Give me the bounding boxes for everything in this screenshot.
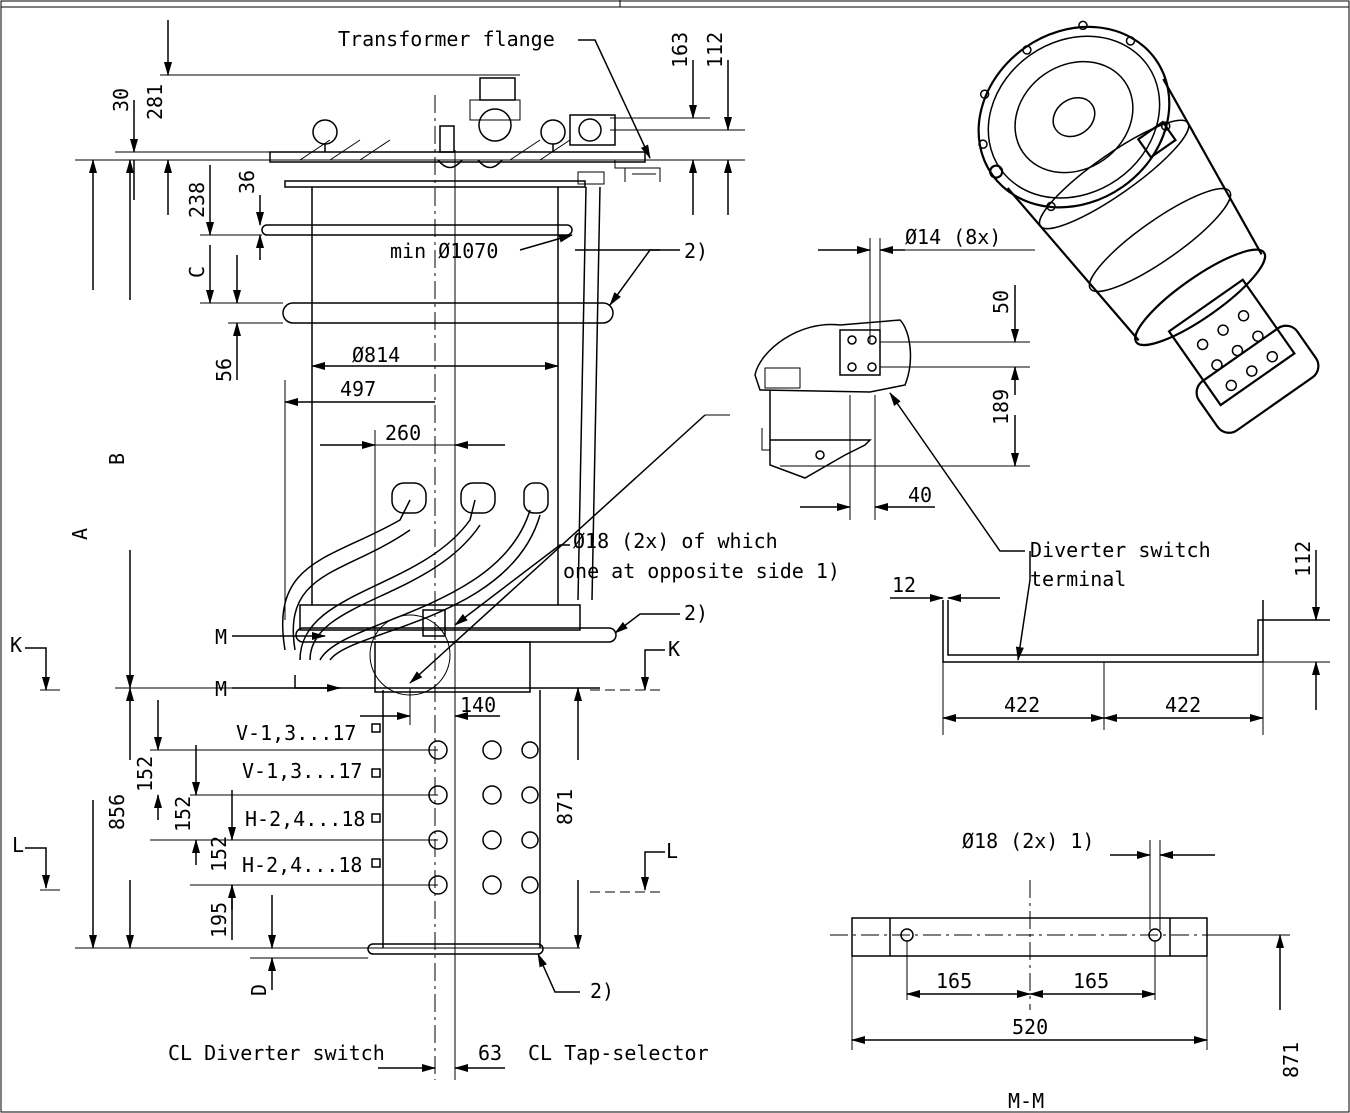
ring-upper — [261, 224, 573, 236]
label-189: 189 — [989, 389, 1013, 425]
label-40: 40 — [908, 483, 932, 507]
label-C: C — [185, 266, 209, 278]
label-56: 56 — [212, 358, 236, 382]
label-422-left: 422 — [1004, 693, 1040, 717]
ring-middle — [282, 302, 614, 324]
label-112-top: 112 — [703, 32, 727, 68]
note-2-c: 2) — [590, 979, 614, 1003]
motor-drive-box — [479, 77, 516, 101]
note-2-b: 2) — [684, 601, 708, 625]
label-281: 281 — [143, 84, 167, 120]
label-h-row-2: H-2,4...18 — [242, 853, 362, 877]
label-K-right: K — [668, 637, 680, 661]
label-dia-14: Ø14 (8x) — [905, 225, 1001, 249]
label-h-row-1: H-2,4...18 — [245, 807, 365, 831]
text-labels: Transformer flange min Ø1070 Ø814 497 26… — [10, 27, 1315, 1113]
label-L-left: L — [12, 833, 24, 857]
label-min-diameter: min Ø1070 — [390, 239, 498, 263]
label-50: 50 — [989, 290, 1013, 314]
label-140: 140 — [460, 693, 496, 717]
label-871: 871 — [553, 789, 577, 825]
label-165-left: 165 — [936, 969, 972, 993]
label-A: A — [68, 528, 92, 540]
label-L-right: L — [666, 839, 678, 863]
label-422-right: 422 — [1165, 693, 1201, 717]
label-diverter-terminal-1: Diverter switch — [1030, 538, 1211, 562]
label-63: 63 — [478, 1041, 502, 1065]
label-165-right: 165 — [1073, 969, 1109, 993]
flange-hatch — [614, 160, 661, 182]
label-871-mm: 871 — [1279, 1042, 1303, 1078]
section-title-m-m: M-M — [1008, 1089, 1044, 1113]
label-M-upper: M — [215, 625, 227, 649]
label-195: 195 — [207, 902, 231, 938]
label-D: D — [247, 984, 271, 996]
cylinder-bottom — [299, 604, 581, 631]
label-36: 36 — [235, 170, 259, 194]
label-B: B — [105, 453, 129, 465]
lifting-eye-left — [312, 119, 338, 145]
label-12: 12 — [892, 573, 916, 597]
label-hole18-line1: Ø18 (2x) of which — [573, 529, 778, 553]
label-152-a: 152 — [133, 756, 157, 792]
label-497: 497 — [340, 377, 376, 401]
label-30: 30 — [109, 88, 133, 112]
label-cl-diverter: CL Diverter switch — [168, 1041, 385, 1065]
side-pipe — [577, 186, 601, 601]
isometric-3d-view — [977, 20, 1320, 434]
lifting-eye-right — [540, 119, 566, 145]
label-dia-814: Ø814 — [352, 343, 400, 367]
label-238: 238 — [185, 182, 209, 218]
valve-body — [478, 108, 512, 142]
label-M-lower: M — [215, 677, 227, 701]
section-m-m-view — [830, 840, 1290, 1050]
note-2-a: 2) — [684, 239, 708, 263]
label-dia-18-mm: Ø18 (2x) 1) — [962, 829, 1094, 853]
dimension-lines — [25, 20, 745, 1072]
label-v-row-2: V-1,3...17 — [242, 759, 362, 783]
label-152-c: 152 — [207, 836, 231, 872]
label-v-row-1: V-1,3...17 — [236, 721, 356, 745]
label-520: 520 — [1012, 1015, 1048, 1039]
top-view-outline — [890, 550, 1330, 735]
label-163: 163 — [668, 32, 692, 68]
label-cl-tap-selector: CL Tap-selector — [528, 1041, 709, 1065]
label-diverter-terminal-2: terminal — [1030, 567, 1126, 591]
label-112-right: 112 — [1291, 541, 1315, 577]
label-K-left: K — [10, 633, 22, 657]
label-152-b: 152 — [171, 796, 195, 832]
label-hole18-line2: one at opposite side 1) — [563, 559, 840, 583]
label-transformer-flange: Transformer flange — [338, 27, 555, 51]
label-856: 856 — [105, 794, 129, 830]
label-260: 260 — [385, 421, 421, 445]
terminal-detail-view — [754, 238, 1035, 552]
main-elevation-view — [80, 77, 745, 1080]
